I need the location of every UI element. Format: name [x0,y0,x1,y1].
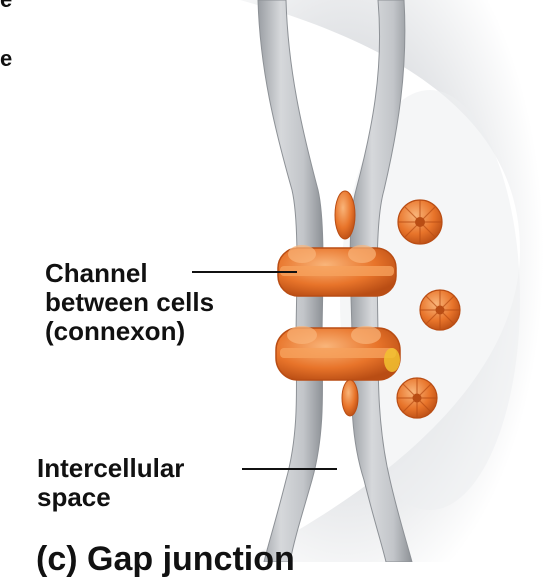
label-channel-line3: (connexon) [45,316,186,347]
connexon-rosette-1 [397,199,443,245]
label-channel-between-cells: Channel between cells (connexon) [45,258,215,347]
figure-caption: (c) Gap junction [36,540,295,578]
label-intercellular-line2: space [37,482,111,513]
label-channel-line2: between cells [45,287,215,318]
label-fragment-second: e [0,46,13,71]
connexon-partial [334,190,359,417]
connexon-upper [277,245,397,297]
label-intercellular-line1: Intercellular [37,453,185,483]
connexon-rosette-2 [419,289,461,331]
connexon-rosette-3 [396,377,438,419]
label-fragment-top: e [0,0,12,13]
label-channel-line1: Channel [45,258,148,288]
diagram-svg [192,0,544,563]
label-intercellular-space: Intercellular space [37,453,185,513]
connexon-lower [275,326,401,381]
